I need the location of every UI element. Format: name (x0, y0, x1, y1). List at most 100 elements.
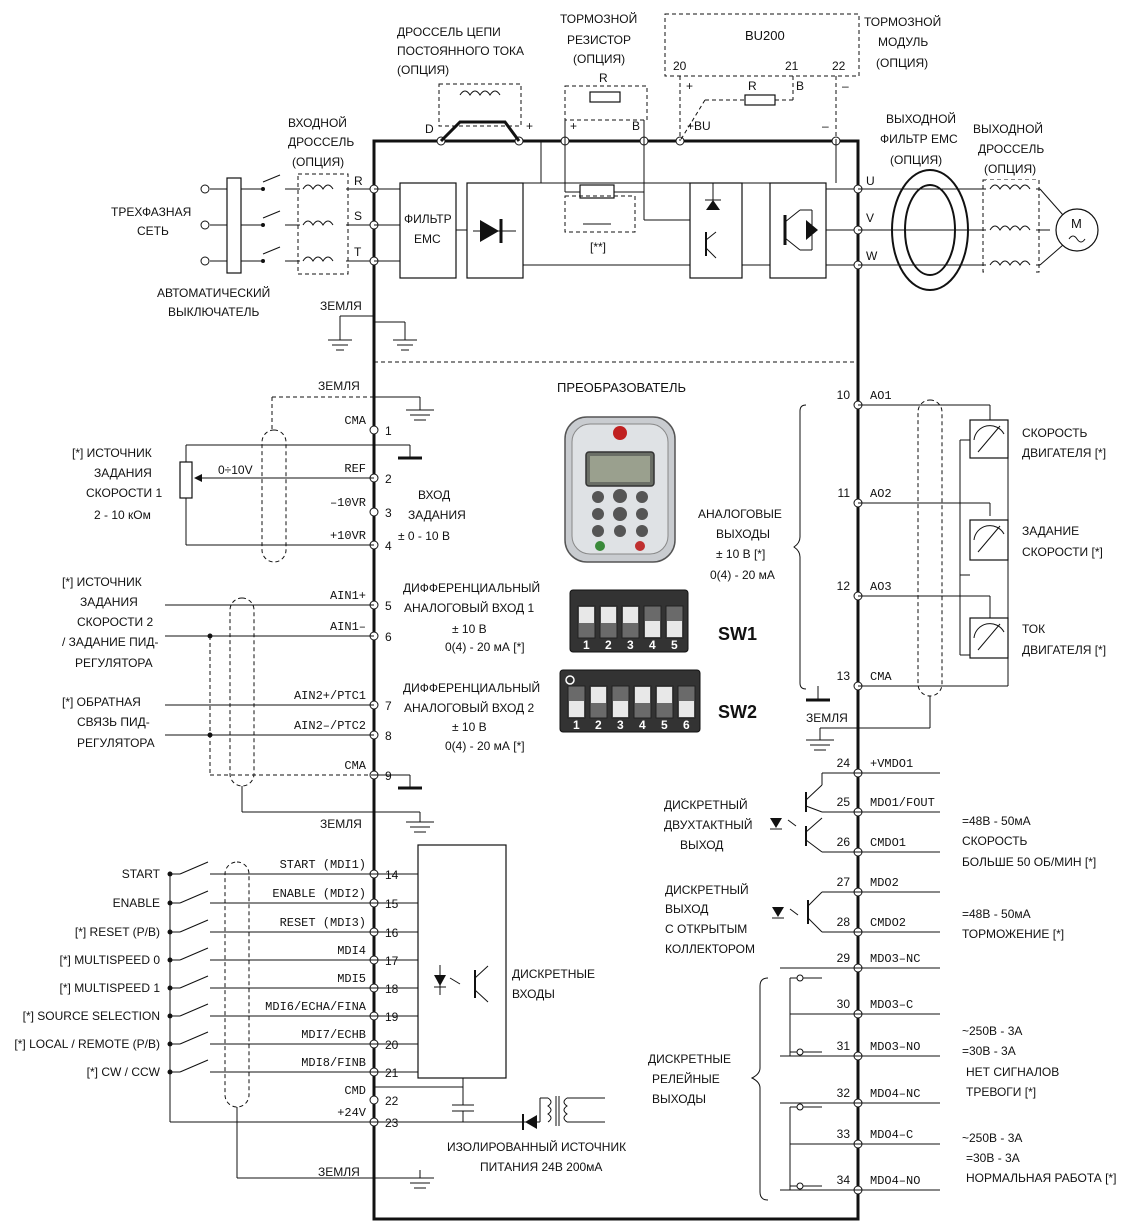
dip-lever[interactable] (569, 701, 584, 717)
source1: [*] ИСТОЧНИК ЗАДАНИЯ СКОРОСТИ 1 2 - 10 к… (72, 444, 374, 546)
terminal-number: 16 (385, 926, 399, 940)
terminal-number: 2 (385, 472, 392, 486)
terminal-number: 29 (837, 951, 851, 965)
terminal-name: AIN2+/PTC1 (294, 689, 366, 703)
terminal-number: 31 (837, 1039, 851, 1053)
terminal-name: CMDO1 (870, 836, 906, 850)
svg-text:СКОРОСТИ 1: СКОРОСТИ 1 (86, 486, 162, 500)
terminal-name: MDI4 (337, 944, 366, 958)
terminal-name: MDI6/ECHA/FINA (265, 1000, 367, 1014)
terminal-name: RESET (MDI3) (280, 916, 366, 930)
terminal-number: 20 (385, 1038, 399, 1052)
brake-resistor: R (564, 71, 648, 141)
dip-lever[interactable] (623, 607, 638, 623)
svg-text:5: 5 (661, 718, 668, 732)
svg-text:± 10 В: ± 10 В (452, 622, 487, 636)
terminal-name: +24V (337, 1106, 367, 1120)
terminal-name: AIN1+ (330, 589, 366, 603)
terminal-number: 6 (385, 630, 392, 644)
svg-text:22: 22 (832, 59, 846, 73)
terminal-name: MDI8/FINB (301, 1056, 366, 1070)
feedback: [*] ОБРАТНАЯ СВЯЗЬ ПИД- РЕГУЛЯТОРА (62, 636, 374, 776)
svg-text:ТОРМОЗНОЙ: ТОРМОЗНОЙ (864, 14, 941, 29)
switch-label: [*] MULTISPEED 1 (60, 981, 161, 995)
terminal-number: 32 (837, 1086, 851, 1100)
dip-lever[interactable] (613, 701, 628, 717)
svg-text:ВХОДЫ: ВХОДЫ (512, 987, 555, 1001)
dip-lever[interactable] (657, 687, 672, 703)
svg-text:2 - 10 кОм: 2 - 10 кОм (94, 508, 151, 522)
svg-text:ТОРМОЗНОЙ: ТОРМОЗНОЙ (560, 11, 637, 26)
terminal-name: REF (344, 462, 366, 476)
dc-bus: D + + B +BU – (425, 119, 858, 146)
terminal-number: 8 (385, 729, 392, 743)
terminal-number: 18 (385, 982, 399, 996)
dip-lever[interactable] (635, 687, 650, 703)
terminal-number: 30 (837, 997, 851, 1011)
svg-text:V: V (866, 211, 874, 225)
svg-text:=48В - 50мА: =48В - 50мА (962, 814, 1031, 828)
terminal-number: 26 (837, 835, 851, 849)
svg-text:СЕТЬ: СЕТЬ (137, 224, 169, 238)
svg-text:4: 4 (649, 638, 656, 652)
svg-text:ТРЕВОГИ [*]: ТРЕВОГИ [*] (966, 1085, 1036, 1099)
svg-text:ЗАДАНИЯ: ЗАДАНИЯ (94, 466, 152, 480)
svg-text:СКОРОСТИ 2: СКОРОСТИ 2 (77, 615, 153, 629)
svg-text:БОЛЬШЕ 50 ОБ/МИН [*]: БОЛЬШЕ 50 ОБ/МИН [*] (962, 855, 1096, 869)
terminal-3 (369, 507, 379, 517)
terminal-number: 27 (837, 875, 851, 889)
terminal-number: 24 (837, 756, 851, 770)
brake-chopper (689, 182, 743, 279)
rectifier (456, 182, 524, 279)
switch-contact (179, 890, 209, 904)
dip-lever[interactable] (645, 621, 660, 637)
terminal-number: 22 (385, 1094, 399, 1108)
svg-text:НЕТ СИГНАЛОВ: НЕТ СИГНАЛОВ (966, 1065, 1059, 1079)
dip-lever[interactable] (591, 687, 606, 703)
dip-lever[interactable] (579, 607, 594, 623)
analog-output-shield: ЗЕМЛЯ (806, 399, 943, 751)
svg-text:1: 1 (583, 638, 590, 652)
svg-text:АНАЛОГОВЫЙ ВХОД 2: АНАЛОГОВЫЙ ВХОД 2 (404, 700, 535, 715)
svg-text:B: B (796, 79, 804, 93)
svg-text:ВХОДНОЙ: ВХОДНОЙ (288, 115, 347, 130)
svg-text:0(4) - 20 мА [*]: 0(4) - 20 мА [*] (445, 739, 525, 753)
emc-filter: ФИЛЬТР ЕМС (374, 182, 457, 279)
svg-text:ДРОССЕЛЬ: ДРОССЕЛЬ (288, 135, 354, 149)
terminal-number: 7 (385, 699, 392, 713)
svg-text:~250В - 3А: ~250В - 3А (962, 1131, 1022, 1145)
terminal-number: 4 (385, 539, 392, 553)
terminal-name: MDO4–NC (870, 1087, 920, 1101)
svg-text:МОДУЛЬ: МОДУЛЬ (878, 35, 928, 49)
brand-logo-icon (613, 426, 627, 440)
terminal-name: AO1 (870, 389, 892, 403)
sw1-label: SW1 (718, 624, 757, 644)
svg-text:ВЫХОДНОЙ: ВЫХОДНОЙ (886, 111, 956, 126)
dip-lever[interactable] (601, 607, 616, 623)
svg-text:РЕЗИСТОР: РЕЗИСТОР (567, 33, 631, 47)
left-terminal-block: 1CMA2REF3–10VR4+10VR5AIN1+6AIN1–7AIN2+/P… (265, 414, 399, 1130)
svg-text:ФИЛЬТР: ФИЛЬТР (404, 212, 452, 226)
ref-input-label: ВХОД ЗАДАНИЯ ± 0 - 10 В (398, 488, 466, 543)
terminal-number: 12 (837, 579, 851, 593)
dip-lever[interactable] (667, 621, 682, 637)
shield-1 (261, 429, 287, 563)
svg-text:21: 21 (785, 59, 799, 73)
svg-text:3: 3 (617, 718, 624, 732)
terminal-name: MDO3–NO (870, 1040, 920, 1054)
svg-text:[*] ОБРАТНАЯ: [*] ОБРАТНАЯ (62, 695, 141, 709)
switch-label: [*] LOCAL / REMOTE (P/B) (14, 1037, 160, 1051)
cma1-ground (374, 444, 422, 460)
digital-inputs-shield: ЗЕМЛЯ (169, 861, 434, 1189)
svg-text:ПИТАНИЯ 24В 200мА: ПИТАНИЯ 24В 200мА (480, 1160, 602, 1174)
terminal-22 (369, 1095, 379, 1105)
meters: СКОРОСТЬ ДВИГАТЕЛЯ [*] ЗАДАНИЕ СКОРОСТИ … (858, 404, 1106, 687)
svg-text:ДИФФЕРЕНЦИАЛЬНЫЙ: ДИФФЕРЕНЦИАЛЬНЫЙ (403, 680, 540, 695)
brake-module-label: ТОРМОЗНОЙ МОДУЛЬ (ОПЦИЯ) (864, 14, 941, 70)
svg-text:РЕГУЛЯТОРА: РЕГУЛЯТОРА (75, 656, 153, 670)
dip-lever[interactable] (679, 701, 694, 717)
output-choke-label: ВЫХОДНОЙ ДРОССЕЛЬ (ОПЦИЯ) (973, 121, 1044, 176)
brake-resistor-label: ТОРМОЗНОЙ РЕЗИСТОР (ОПЦИЯ) (560, 11, 637, 66)
